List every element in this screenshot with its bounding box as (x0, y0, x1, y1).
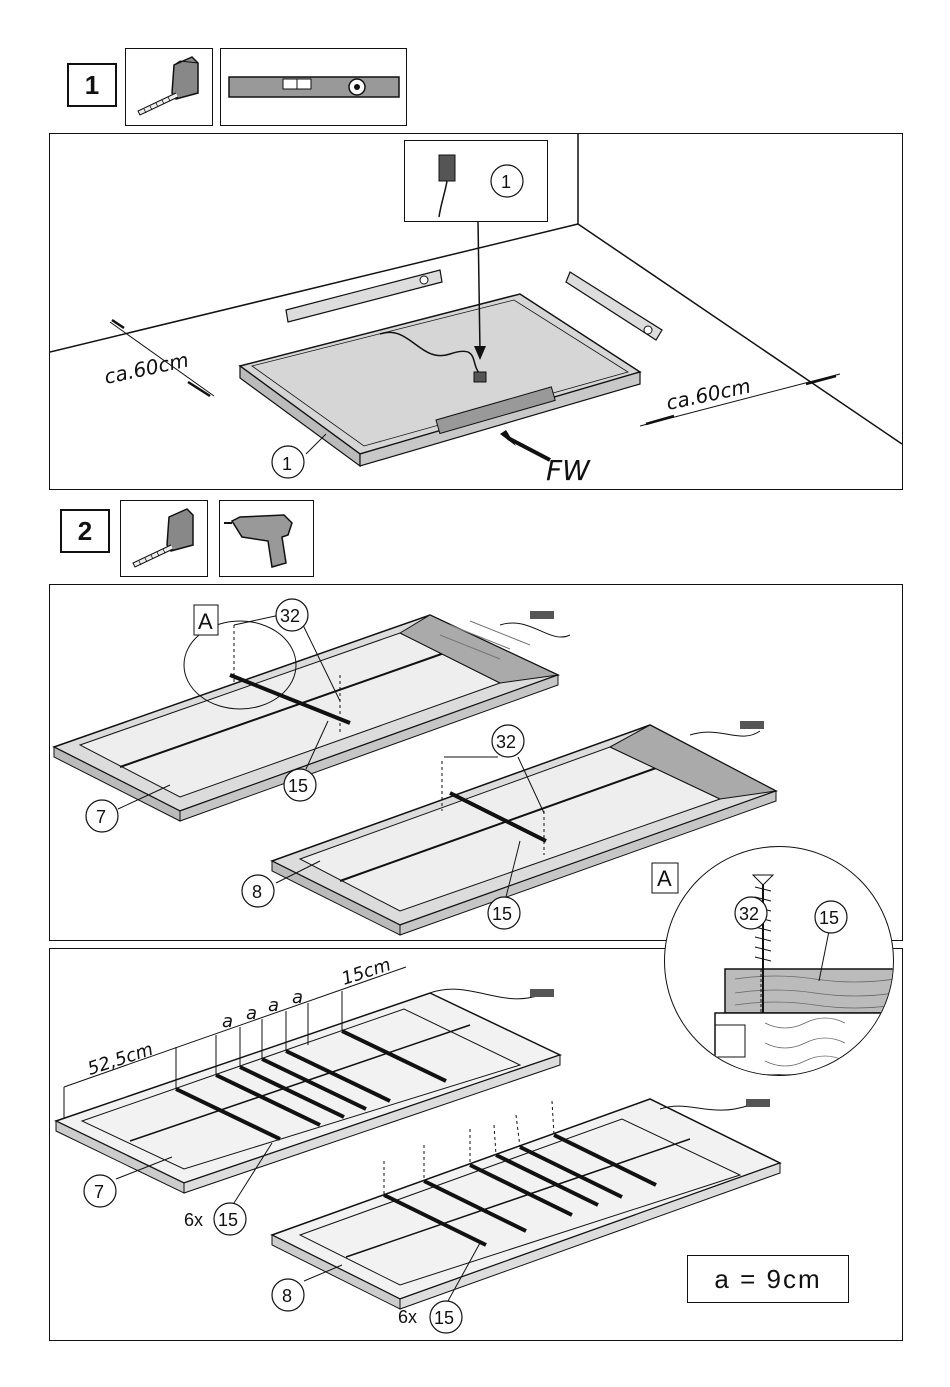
detail-part-15-label: 15 (819, 908, 839, 928)
tool-box-spirit-level (220, 48, 407, 126)
spacing-label-a-2: a (246, 1003, 257, 1024)
detail-marker-a: A (198, 609, 213, 634)
dimension-start-label: 52,5cm (85, 1039, 156, 1080)
step-1-panel: ca.60cm ca.60cm FW 1 1 (49, 133, 903, 490)
part-15-label: 15 (288, 776, 308, 796)
qty-label-b: 6x (398, 1307, 417, 1327)
part-1-label: 1 (282, 454, 292, 474)
tape-measure-icon (126, 49, 212, 125)
step-number-2: 2 (60, 509, 110, 553)
part-15-label-bottom: 15 (218, 1210, 238, 1230)
dimension-end-label: 15cm (339, 954, 393, 990)
part-32-label-2: 32 (496, 732, 516, 752)
spacing-label-a-4: a (292, 987, 303, 1008)
part-7-label-bottom: 7 (94, 1182, 104, 1202)
tool-box-tape-measure (125, 48, 213, 126)
callout-part-label: 1 (501, 172, 511, 192)
part-7-label: 7 (96, 807, 106, 827)
dimension-left-label: ca.60cm (102, 348, 191, 389)
detail-a-illustration: 32 15 (665, 847, 893, 1075)
spacing-formula: a = 9cm (687, 1255, 849, 1303)
part-15-label-2: 15 (492, 904, 512, 924)
connector-icon: 1 (405, 141, 547, 221)
tape-measure-icon (121, 501, 207, 576)
spirit-level-icon (221, 49, 406, 125)
connector-callout-box: 1 (404, 140, 548, 222)
spacing-label-a-3: a (268, 995, 279, 1016)
tool-box-tape-measure-2 (120, 500, 208, 577)
part-32-label: 32 (280, 606, 300, 626)
step-number-1: 1 (67, 63, 117, 107)
qty-label-a: 6x (184, 1210, 203, 1230)
direction-label: FW (546, 454, 591, 487)
detail-part-32-label: 32 (739, 904, 759, 924)
detail-a-magnified: 32 15 (664, 846, 894, 1076)
part-8-label-bottom: 8 (282, 1286, 292, 1306)
spacing-label-a-1: a (222, 1011, 233, 1032)
part-8-label: 8 (252, 882, 262, 902)
part-15-label-bottom-2: 15 (434, 1308, 454, 1328)
drill-icon (220, 501, 313, 576)
tool-box-drill (219, 500, 314, 577)
